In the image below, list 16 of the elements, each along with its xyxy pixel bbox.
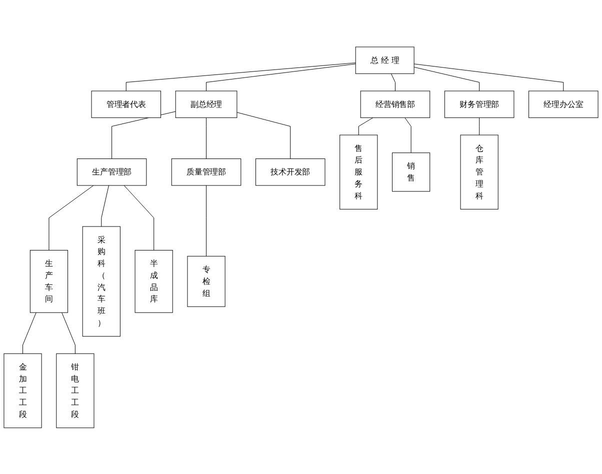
connector bbox=[22, 312, 36, 354]
connector bbox=[414, 66, 480, 91]
connector bbox=[62, 312, 76, 354]
connector bbox=[390, 73, 396, 91]
connector bbox=[404, 117, 412, 153]
connector bbox=[124, 184, 154, 250]
connector bbox=[126, 62, 356, 91]
connector bbox=[206, 117, 207, 159]
connector bbox=[414, 63, 564, 91]
connector bbox=[206, 184, 207, 256]
connector bbox=[236, 112, 291, 159]
connector bbox=[358, 117, 374, 135]
connector bbox=[206, 63, 356, 91]
connector bbox=[101, 184, 110, 226]
connector bbox=[479, 117, 480, 135]
connector bbox=[48, 184, 94, 250]
